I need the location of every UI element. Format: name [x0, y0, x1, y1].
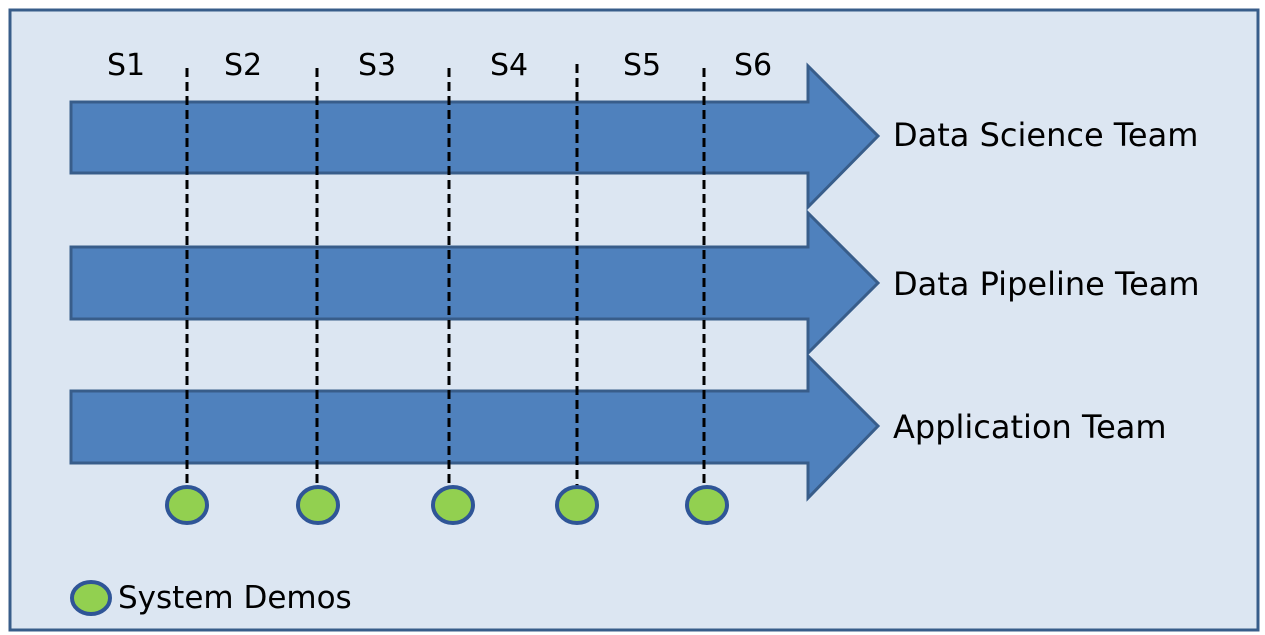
system-demo-marker	[685, 485, 729, 525]
system-demo-marker	[431, 485, 475, 525]
team-label-data-science: Data Science Team	[893, 116, 1198, 154]
sprint-label-s5: S5	[623, 48, 661, 83]
legend-marker-icon	[70, 580, 112, 616]
team-label-application: Application Team	[893, 408, 1167, 446]
sprint-label-s2: S2	[224, 48, 262, 83]
team-arrow-data-science	[69, 62, 881, 211]
sprint-label-s4: S4	[490, 48, 528, 83]
sprint-boundaries	[185, 64, 706, 490]
team-arrow-data-pipeline	[69, 209, 881, 357]
system-demo-marker	[165, 485, 209, 525]
sprint-labels: S1 S2 S3 S4 S5 S6	[107, 48, 772, 83]
system-demo-marker	[296, 485, 340, 525]
legend: System Demos	[70, 580, 352, 616]
legend-label: System Demos	[118, 580, 352, 616]
system-demo-milestones	[165, 485, 729, 525]
team-labels: Data Science Team Data Pipeline Team App…	[893, 116, 1200, 446]
sprint-label-s1: S1	[107, 48, 145, 83]
team-arrow-group	[69, 62, 881, 502]
sprint-label-s6: S6	[734, 48, 772, 83]
team-arrow-application	[69, 352, 881, 502]
system-demo-marker	[555, 485, 599, 525]
team-label-data-pipeline: Data Pipeline Team	[893, 265, 1200, 303]
sprint-label-s3: S3	[358, 48, 396, 83]
